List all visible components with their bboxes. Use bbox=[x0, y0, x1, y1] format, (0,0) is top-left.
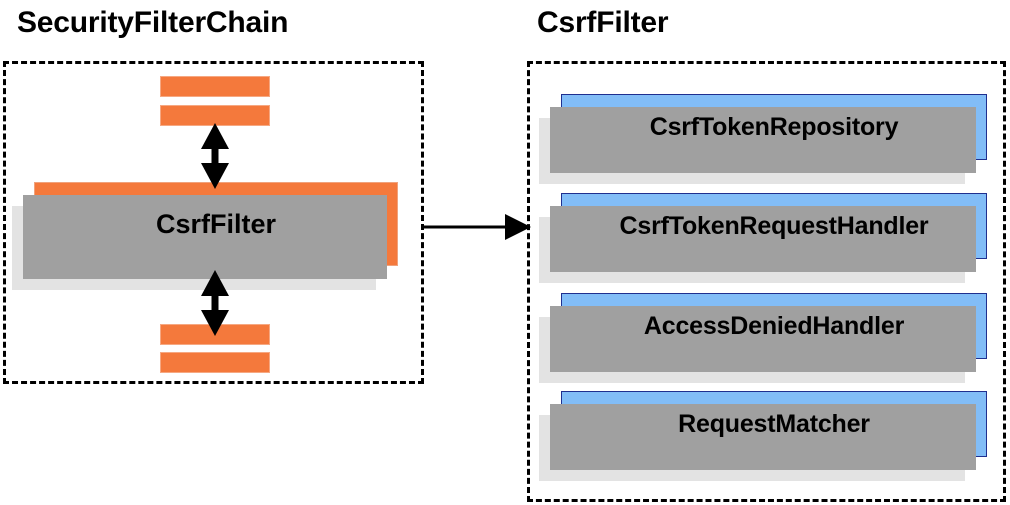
collaborator-access-denied-handler[interactable]: AccessDeniedHandler bbox=[539, 293, 987, 383]
collaborator-csrf-token-repository[interactable]: CsrfTokenRepository bbox=[539, 94, 987, 184]
filter-bar-below-1 bbox=[160, 324, 270, 345]
collaborator-request-matcher[interactable]: RequestMatcher bbox=[539, 391, 987, 481]
csrf-filter-node-label: CsrfFilter bbox=[155, 208, 277, 239]
csrf-filter-shadow-near bbox=[23, 195, 387, 279]
right-panel-title: CsrfFilter bbox=[537, 6, 669, 39]
arrow-securityfilterchain-to-csrffilter bbox=[424, 214, 531, 240]
collaborator-label: AccessDeniedHandler bbox=[643, 311, 905, 340]
collaborator-label: RequestMatcher bbox=[678, 409, 870, 438]
collaborator-shadow-near bbox=[550, 107, 976, 173]
collaborator-csrf-token-request-handler[interactable]: CsrfTokenRequestHandler bbox=[539, 193, 987, 283]
filter-bar-below-2 bbox=[160, 352, 270, 373]
collaborator-shadow-near bbox=[550, 206, 976, 272]
collaborator-shadow-near bbox=[550, 306, 976, 372]
collaborator-shadow-near bbox=[550, 404, 976, 470]
csrf-filter-detail-panel bbox=[527, 61, 1006, 502]
collaborator-label: CsrfTokenRequestHandler bbox=[619, 211, 929, 240]
collaborator-label: CsrfTokenRepository bbox=[649, 112, 899, 141]
csrf-filter-node[interactable]: CsrfFilter bbox=[12, 182, 398, 290]
left-panel-title: SecurityFilterChain bbox=[17, 6, 289, 39]
filter-bar-above-1 bbox=[160, 76, 270, 97]
security-filter-chain-panel bbox=[3, 61, 424, 384]
filter-bar-above-2 bbox=[160, 105, 270, 126]
